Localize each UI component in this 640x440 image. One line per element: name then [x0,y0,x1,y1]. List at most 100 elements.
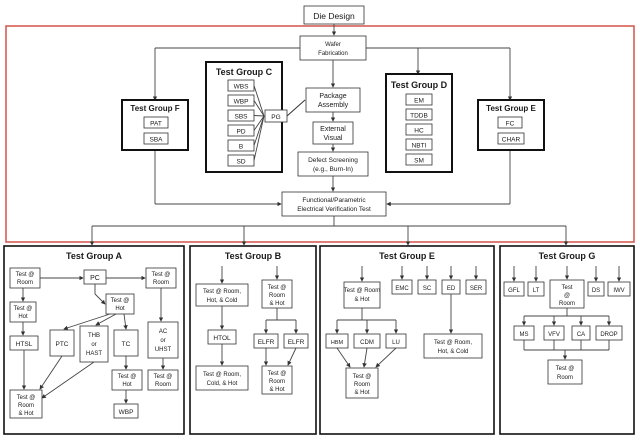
a-ptc-label: PTC [56,341,69,348]
package-assembly-label-1: Package [319,93,346,100]
a-test-hot-l1: Test @ [14,306,33,312]
a-test-hot-l2: Hot [18,314,28,320]
e-room-hot2-l2: Room [354,382,370,388]
g-test-room-l3: Room [559,301,575,307]
e-conn-hbm-test [336,347,351,368]
a-test-hot2-box [105,293,135,315]
group-b-frame [189,245,317,435]
a-thb-l2: or [91,342,96,348]
group-b-title: Test Group B [225,251,282,261]
a-wbp-label: WBP [119,409,134,416]
b-elfr2-label: ELFR [288,339,305,346]
e-emc-box [391,279,413,295]
e-hbm-label: HBM [331,340,344,346]
e-ser-label: SER [470,286,483,292]
wafer-fab-label-2: Fabrication [318,51,348,57]
a-wbp-box [113,403,139,419]
e-conn-lu-test [375,347,397,368]
a-conn-pc-hot2 [94,293,106,305]
b-room-cold-hot-l2: Cold, & Hot [207,381,238,387]
b-room-cold-hot-box [195,365,249,391]
b-room-hot-l3: & Hot [269,301,284,307]
e-room-hot-cold-l2: Hot, & Cold [438,349,469,355]
a-test-room3-l2: Room [155,382,171,388]
main-flow: Die Design Wafer Fabrication Package Ass… [89,5,569,246]
a-test-room2-l1: Test @ [152,272,171,278]
group-c-item-label: WBP [234,99,249,106]
group-a-title: Test Group A [66,251,123,261]
functional-test-label-1: Functional/Parametric [302,197,366,204]
g-gfl-label: GFL [508,288,520,294]
group-e-top-title: Test Group E [486,104,536,113]
e-emc-label: EMC [395,286,409,292]
group-c-item-connector [253,115,265,131]
wafer-fab-box [299,35,367,61]
group-e-frame [319,245,495,435]
b-room-hot-cold-l1: Test @ Room, [203,289,241,295]
group-c-item-label: SD [236,159,245,166]
a-test-hot2-l2: Hot [115,306,125,312]
a-thb-l3: HAST [86,351,102,357]
group-c-item-connector [253,115,265,161]
e-room-hot2-l3: & Hot [354,390,369,396]
e-cdm-label: CDM [360,340,374,346]
b-room-hot2-l2: Room [269,379,285,385]
a-conn-ptc-roomhot [39,355,63,390]
pg-label: PG [271,114,280,121]
test-group-f: Test Group F PAT SBA [121,99,189,151]
group-e-title: Test Group E [379,251,435,261]
g-ds-box [587,281,605,297]
test-group-g: Test Group G GFL LT Test @ Room DS IWV M… [499,245,635,435]
group-c-item-connector [253,115,265,117]
a-htsl-label: HTSL [16,341,33,348]
a-thb-l1: THB [88,333,100,339]
b-htol-label: HTOL [213,335,231,342]
external-visual-label-2: Visual [324,135,343,142]
group-c-item-connector [253,115,265,146]
g-iwv-box [607,281,631,297]
b-room-hot-box [261,279,293,309]
group-a-frame [3,245,185,435]
outer-frame [5,25,635,243]
g-test-room-l1: Test [561,285,572,291]
test-group-e-top: Test Group E FC CHAR [477,99,545,151]
g-ca-label: CA [577,332,585,338]
g-drop-label: DROP [600,332,617,338]
a-ac-l3: UHST [155,347,172,353]
b-elfr1-label: ELFR [258,339,275,346]
a-test-hot3-l2: Hot [122,382,132,388]
e-room-hot-cold-box [423,333,483,359]
group-d-item-label: EM [414,98,424,105]
defect-screening-label-2: (e.g., Burn-In) [313,166,353,173]
a-test-hot3-box [111,369,143,391]
group-g-frame [499,245,635,435]
b-room-hot-cold-l2: Hot, & Cold [207,298,238,304]
fc-label: FC [506,121,515,128]
e-room-hot-box [343,281,381,309]
a-test-room-l1: Test @ [16,272,35,278]
a-test-room3-l1: Test @ [154,374,173,380]
group-d-item-label: HC [414,128,424,135]
a-ac-l2: or [160,338,165,344]
group-c-item-label: SBS [234,114,248,121]
group-d-item-box [405,108,433,121]
group-c-item-label: PD [236,129,245,136]
e-room-hot-l1: Test @ Room [344,288,380,294]
functional-test-label-2: Electrical Verification Test [297,206,371,213]
group-g-title: Test Group G [539,251,596,261]
g-test-room2-l1: Test @ [556,366,575,372]
group-d-item-box [405,153,433,166]
external-visual-label-1: External [320,126,346,133]
b-room-hot-l1: Test @ [268,285,287,291]
g-ms-label: MS [520,332,529,338]
sba-label: SBA [149,137,163,144]
defect-screening-label-1: Defect Screening [308,157,358,164]
b-conn-elfr2-test [287,347,297,366]
group-c-item-connector [253,85,265,117]
e-sc-label: SC [423,286,432,292]
e-ed-label: ED [447,286,456,292]
g-test-room2-l2: Room [557,375,573,381]
g-lt-box [527,281,545,297]
a-test-room3-box [147,369,179,391]
